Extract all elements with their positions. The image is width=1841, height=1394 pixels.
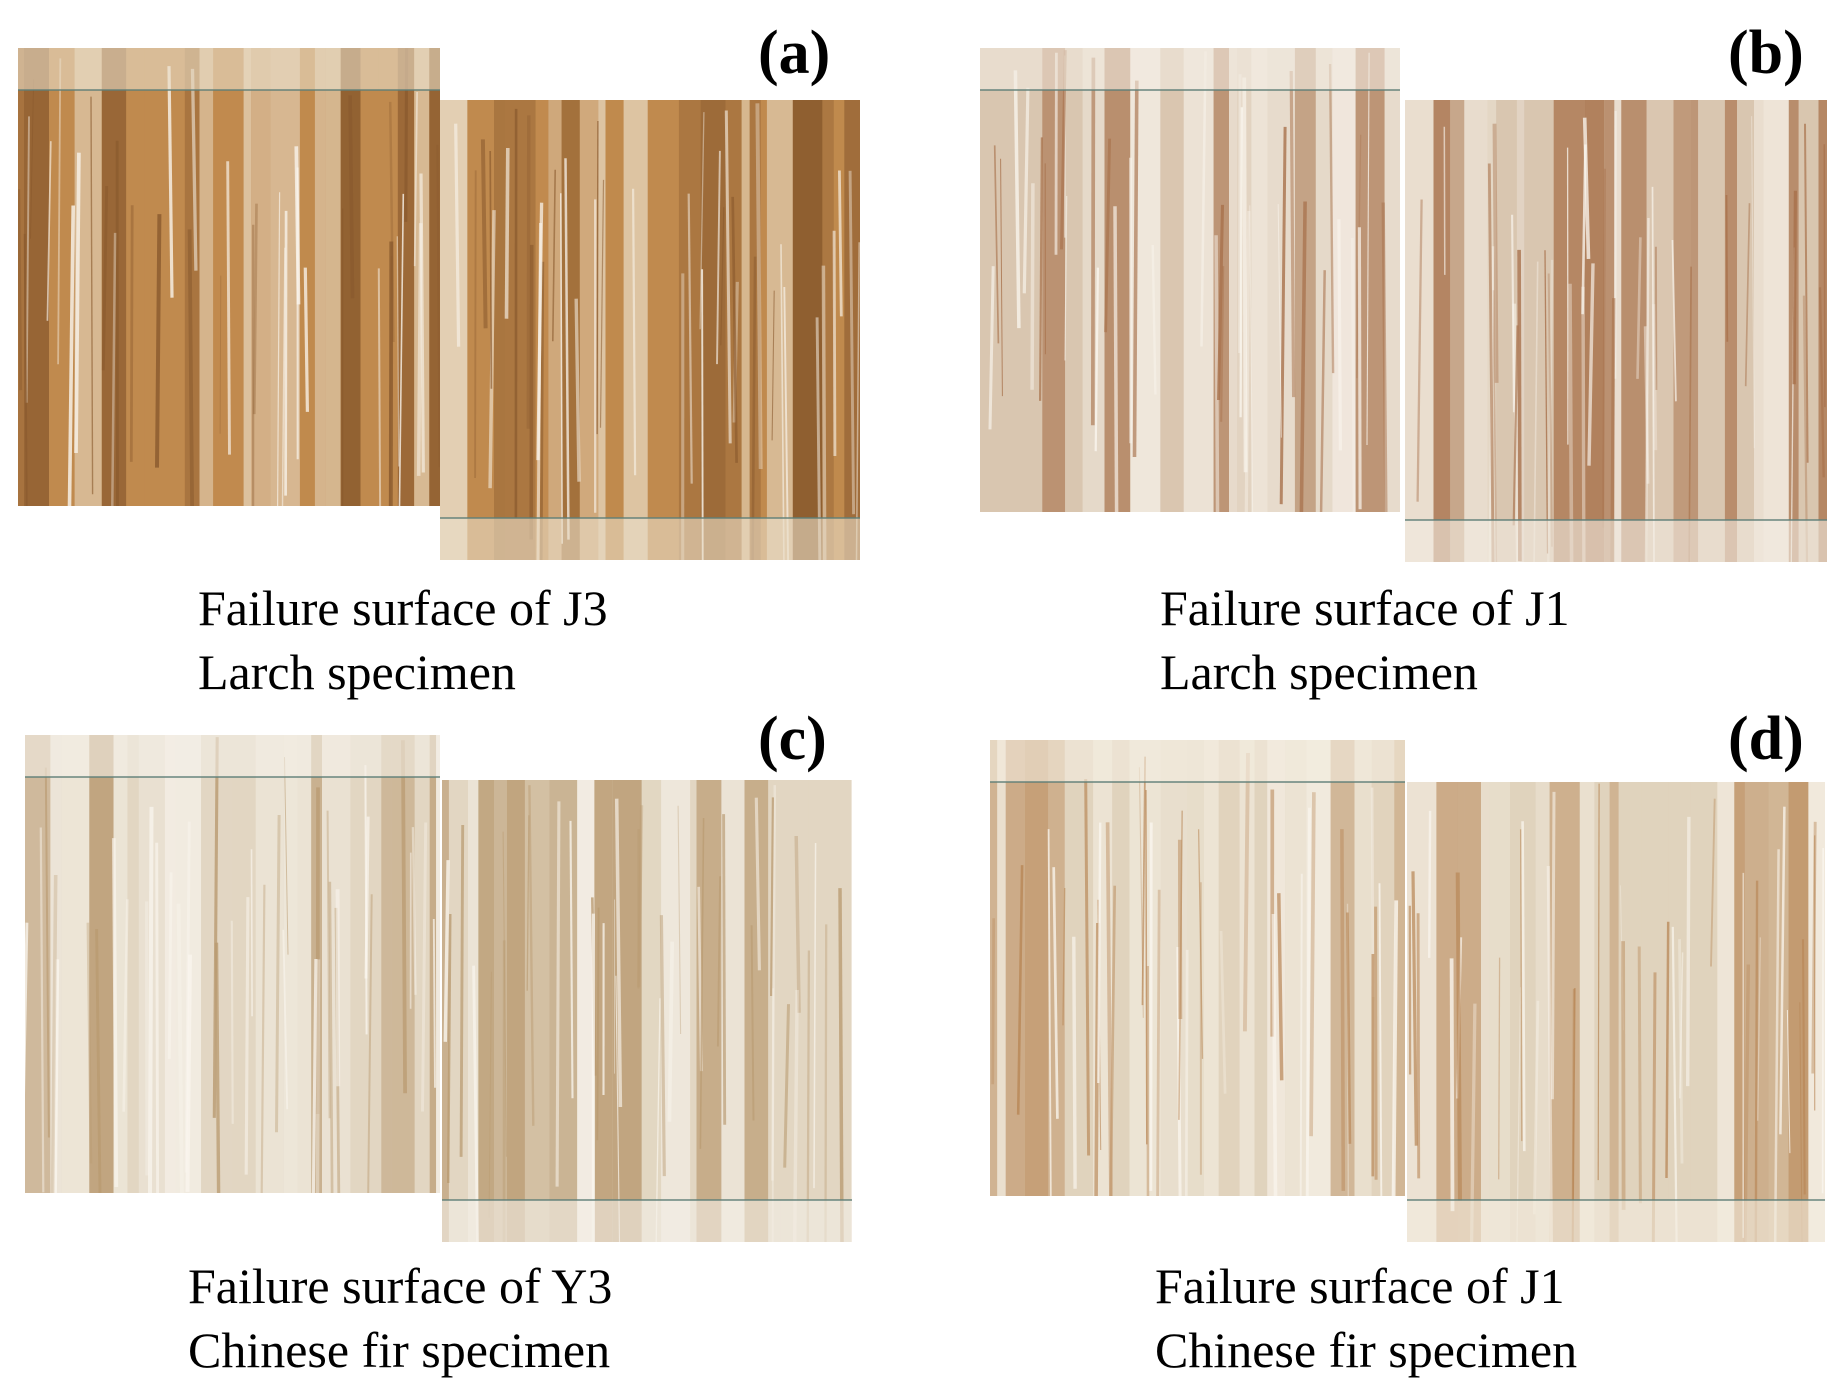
caption-line-1: Failure surface of J1 (1160, 580, 1570, 636)
caption-line-1: Failure surface of J1 (1155, 1258, 1565, 1314)
caption-line-2: Chinese fir specimen (188, 1322, 611, 1378)
caption-line-1: Failure surface of J3 (198, 580, 608, 636)
wood-grain-texture (442, 780, 852, 1242)
specimen-photo-right-block (442, 780, 852, 1242)
specimen-photo-left-block (18, 48, 440, 506)
wood-grain-texture (1407, 782, 1825, 1242)
wood-grain-texture (1405, 100, 1827, 562)
figure-caption: Failure surface of Y3 Chinese fir specim… (188, 1254, 612, 1382)
wood-grain-texture (990, 740, 1405, 1196)
specimen-photo-left-block (980, 48, 1400, 512)
caption-line-2: Chinese fir specimen (1155, 1322, 1578, 1378)
figure-caption: Failure surface of J1 Chinese fir specim… (1155, 1254, 1577, 1382)
caption-line-1: Failure surface of Y3 (188, 1258, 613, 1314)
specimen-photo-left-block (990, 740, 1405, 1196)
wood-grain-texture (25, 735, 440, 1193)
panel-label: (d) (1728, 705, 1804, 773)
panel-label: (a) (758, 19, 831, 87)
specimen-photo-right-block (1407, 782, 1825, 1242)
caption-line-2: Larch specimen (198, 644, 516, 700)
panel-label: (c) (758, 705, 827, 773)
figure-caption: Failure surface of J3 Larch specimen (198, 576, 608, 704)
specimen-photo-right-block (1405, 100, 1827, 562)
wood-grain-texture (18, 48, 440, 506)
caption-line-2: Larch specimen (1160, 644, 1478, 700)
panel-label: (b) (1728, 19, 1804, 87)
wood-grain-texture (980, 48, 1400, 512)
figure-caption: Failure surface of J1 Larch specimen (1160, 576, 1570, 704)
specimen-photo-right-block (440, 100, 860, 560)
specimen-photo-left-block (25, 735, 440, 1193)
wood-grain-texture (440, 100, 860, 560)
